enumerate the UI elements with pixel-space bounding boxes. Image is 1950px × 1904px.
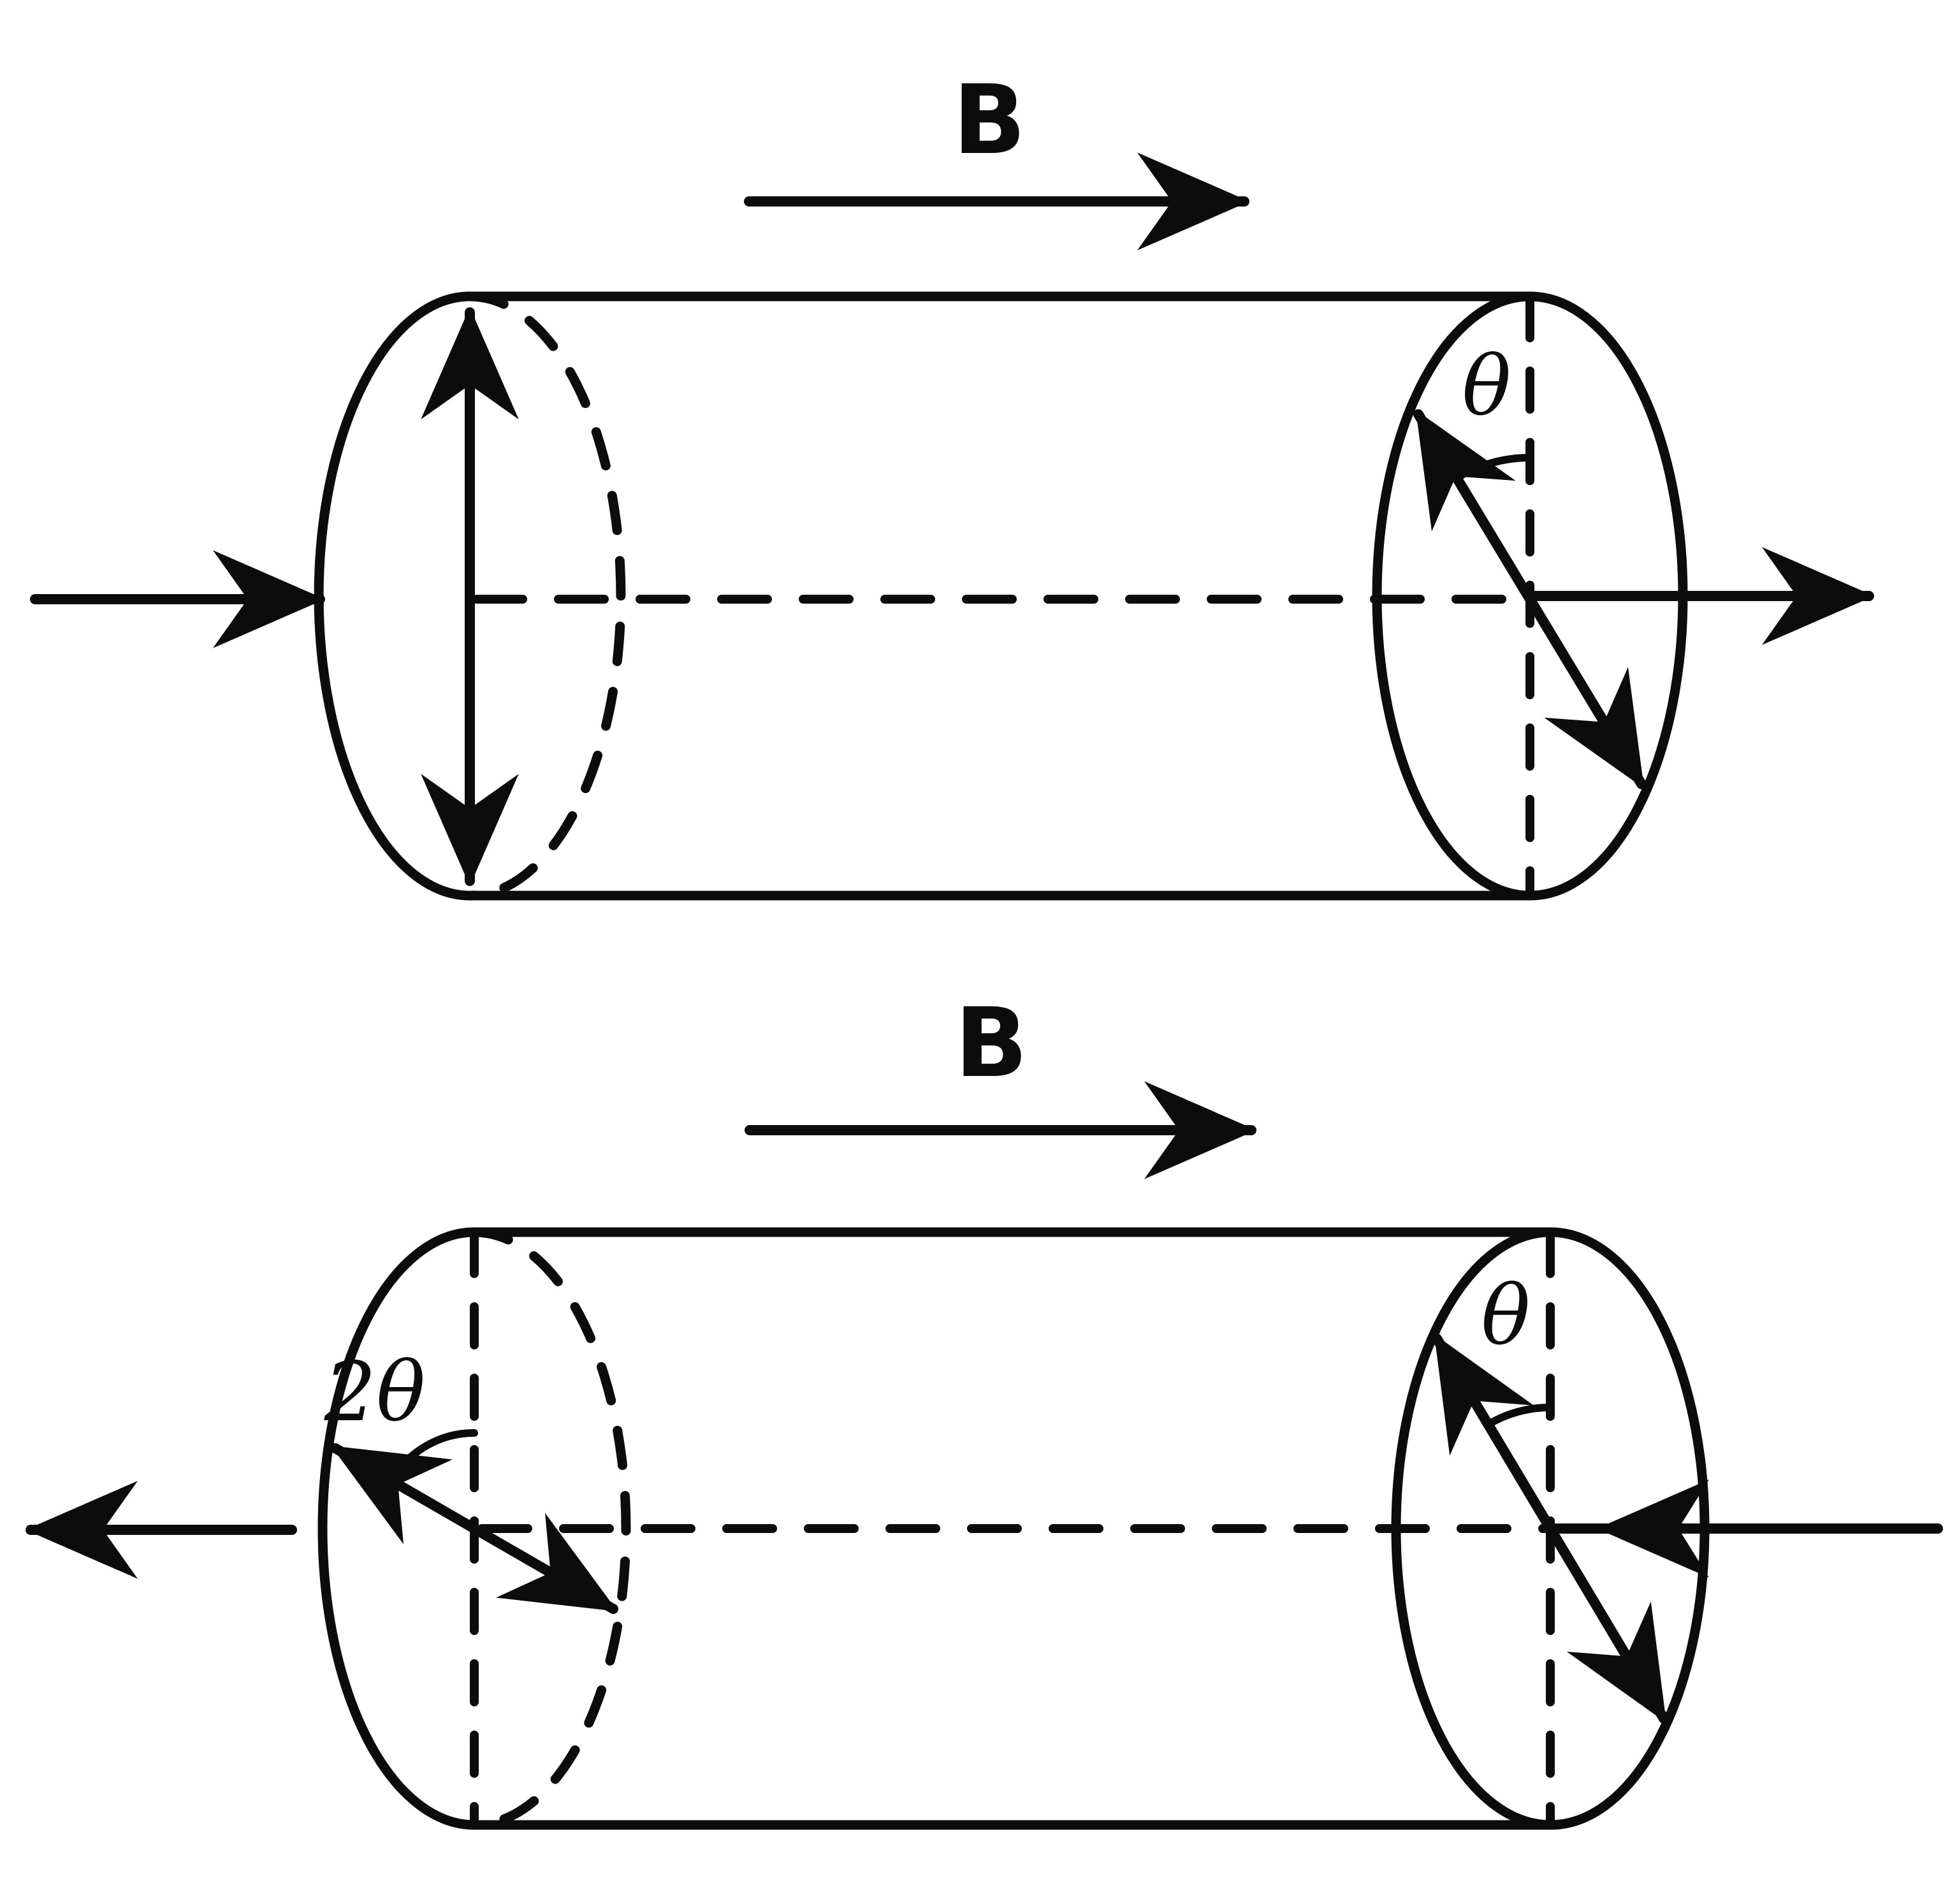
angle-theta-label: θ (1462, 339, 1511, 434)
entrance-face-front-arc (314, 291, 475, 901)
exit-face-front-arc (317, 1227, 479, 1830)
angle-arc-two-theta (388, 1428, 478, 1485)
entrance-face-back-arc (465, 291, 626, 901)
magnetic-field-label: B (955, 988, 1028, 1099)
bottom-figure: B 2θ θ (25, 988, 1943, 1830)
polarization-two-theta-arrow (330, 1443, 618, 1614)
exit-face-back-arc (469, 1227, 631, 1830)
angle-two-theta-label: 2θ (324, 1345, 426, 1440)
top-figure: B θ (30, 65, 1874, 901)
angle-theta-label: θ (1481, 1268, 1530, 1363)
angle-arc-theta (1453, 453, 1534, 482)
magnetic-field-label: B (953, 65, 1026, 176)
light-entry-arrowhead (1597, 1479, 1709, 1578)
angle-arc-theta (1484, 1403, 1554, 1428)
